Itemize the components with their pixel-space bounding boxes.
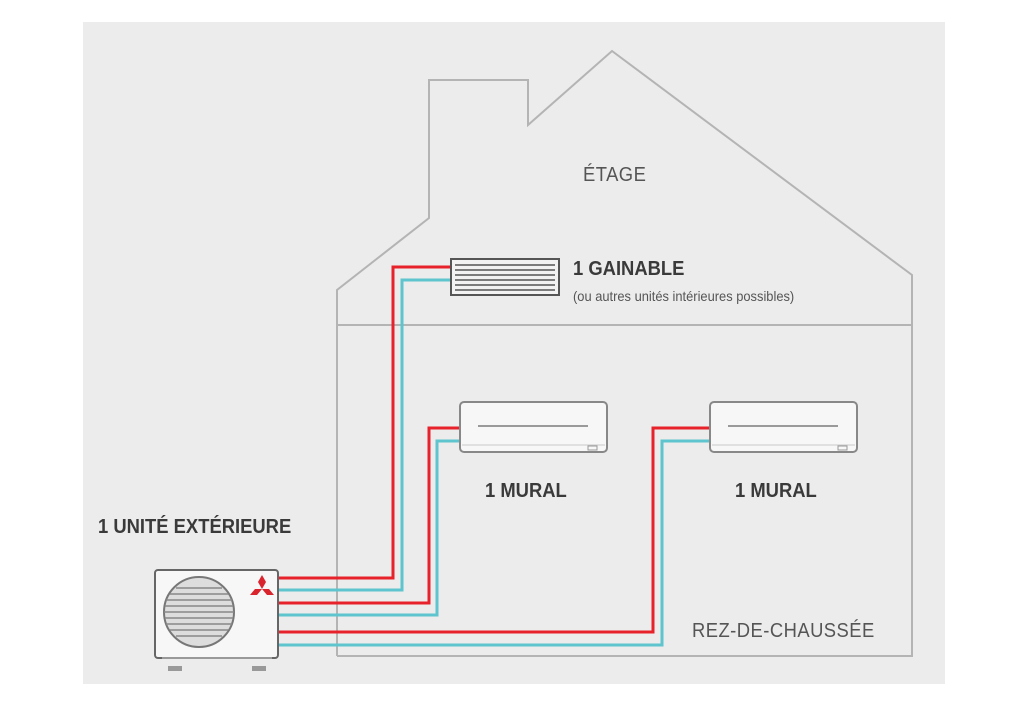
house-roof-and-chimney <box>336 49 913 657</box>
outdoor-unit <box>154 569 279 671</box>
upper-floor-label: ÉTAGE <box>583 164 647 186</box>
pipe-hot-ducted <box>278 265 452 580</box>
fan-grille-icon <box>163 576 235 648</box>
pipe-hot-wall-2 <box>278 426 711 634</box>
three-diamond-logo <box>250 575 274 595</box>
ducted-unit <box>450 258 560 296</box>
pipe-hot-wall-1 <box>278 426 461 605</box>
ducted-unit-note: (ou autres unités intérieures possibles) <box>573 288 795 304</box>
wall-unit-1 <box>459 401 608 453</box>
outdoor-unit-label: 1 UNITÉ EXTÉRIEURE <box>98 516 292 538</box>
wall-unit-2-label: 1 MURAL <box>735 480 817 502</box>
ducted-unit-label: 1 GAINABLE <box>573 258 685 280</box>
pipe-cold-wall-2 <box>278 439 711 647</box>
pipe-cold-wall-1 <box>278 439 461 617</box>
wall-unit-2 <box>709 401 858 453</box>
pipe-cold-ducted <box>278 278 452 592</box>
ground-floor-label: REZ-DE-CHAUSSÉE <box>692 620 875 642</box>
house-outline <box>336 49 913 657</box>
wall-unit-1-label: 1 MURAL <box>485 480 567 502</box>
refrigerant-pipes <box>278 265 711 647</box>
